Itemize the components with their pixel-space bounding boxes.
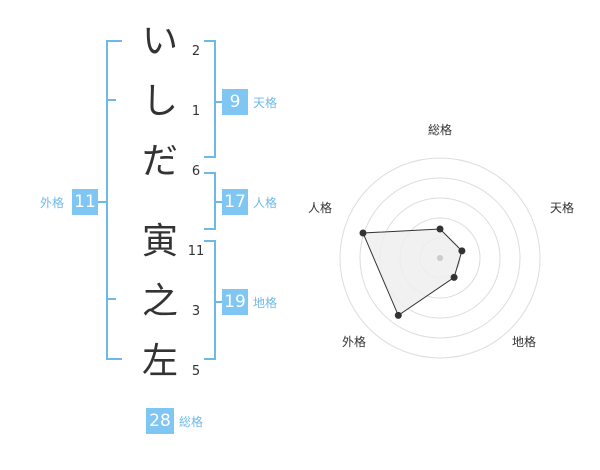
stroke-count-4: 11 [187,244,205,259]
radar-label-jinkaku: 人格 [308,200,332,215]
radar-points [359,225,466,319]
gaikaku-bracket-bottom-tick [106,358,122,360]
name-char-1: い [141,21,178,62]
name-char-5: 之 [141,281,178,322]
chikaku-label: 地格 [253,296,278,310]
gaikaku-bracket-top-tick [106,40,122,42]
tenkaku-bracket-vertical [214,40,216,158]
chikaku-bracket-vertical [214,240,216,360]
radar-shape [362,228,463,317]
gaikaku-bracket-vertical [106,40,108,360]
jinkaku-label: 人格 [253,196,278,210]
stroke-count-1: 2 [191,44,201,59]
gaikaku-bracket-tick [106,298,116,300]
chikaku-bracket-connector [216,301,222,303]
stroke-count-5: 3 [191,304,201,319]
jinkaku-bracket-bottom-tick [204,228,216,230]
gaikaku-bracket-tick [106,99,116,101]
radar-label-gaikaku: 外格 [342,334,366,349]
radar-chart: 総格 天格 地格 外格 人格 [308,122,574,359]
radar-point-tenkaku [458,247,466,255]
chikaku-value-badge: 19 [222,289,248,315]
chikaku-bracket-bottom-tick [204,358,216,360]
soukaku-label: 総格 [179,415,204,429]
gaikaku-label: 外格 [40,196,65,210]
tenkaku-bracket-bottom-tick [204,156,216,158]
jinkaku-bracket-top-tick [204,172,216,174]
name-char-6: 左 [141,341,178,382]
radar-point-jinkaku [359,229,367,237]
tenkaku-bracket-connector [216,101,222,103]
chikaku-bracket-top-tick [204,240,216,242]
tenkaku-label: 天格 [253,96,278,110]
jinkaku-bracket-connector [216,201,222,203]
stroke-count-6: 5 [191,364,201,379]
radar-label-chikaku: 地格 [512,334,536,349]
tenkaku-value-badge: 9 [222,89,248,115]
name-char-2: し [141,81,178,122]
name-char-4: 寅 [141,221,178,262]
radar-point-chikaku [450,273,458,281]
stroke-count-2: 1 [191,104,201,119]
name-char-3: だ [141,141,178,182]
gaikaku-value-badge: 11 [72,189,98,215]
stroke-count-3: 6 [191,164,201,179]
gaikaku-bracket-connector [98,201,106,203]
soukaku-value-badge: 28 [146,408,174,434]
radar-label-soukaku: 総格 [428,122,452,137]
jinkaku-value-badge: 17 [222,189,248,215]
radar-label-tenkaku: 天格 [550,200,574,215]
jinkaku-bracket-vertical [214,172,216,230]
radar-center-dot [437,255,443,261]
radar-point-soukaku [436,225,444,233]
radar-point-gaikaku [394,311,402,319]
tenkaku-bracket-top-tick [204,40,216,42]
